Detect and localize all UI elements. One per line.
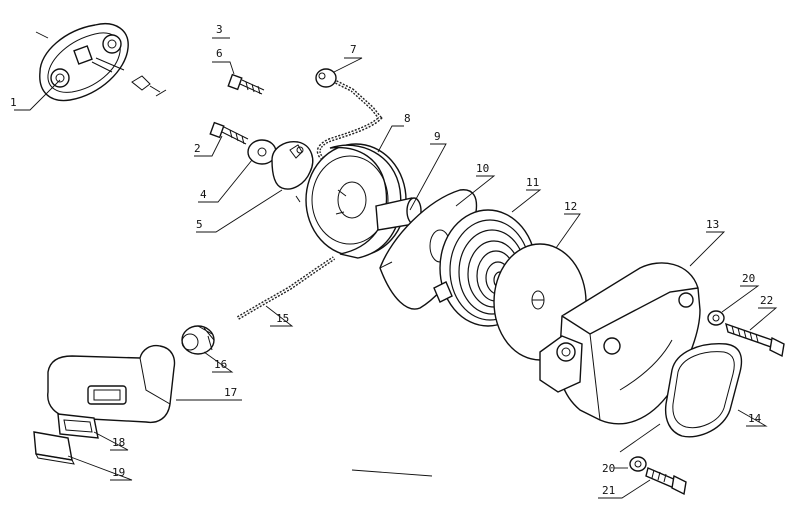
label-15: 15 [276, 312, 289, 325]
part-17-t-handle [47, 344, 176, 424]
label-7: 7 [350, 43, 357, 56]
part-7-stud [315, 68, 337, 88]
part-14-gasket [664, 343, 743, 438]
part-18-insert [57, 413, 99, 439]
part-1-mounting-plate [39, 23, 167, 102]
part-3-6-screw [227, 73, 265, 95]
label-20-upper: 20 [742, 272, 755, 285]
label-5: 5 [196, 218, 203, 231]
label-3: 3 [216, 23, 223, 36]
part-20-washer-upper [707, 310, 725, 326]
part-22-bolt [725, 322, 785, 358]
part-20-washer-lower [629, 456, 647, 472]
label-20-lower: 20 [602, 462, 615, 475]
part-7-rope [316, 80, 383, 160]
part-19-end-cap [33, 431, 75, 465]
part-8-pulley-drum [305, 143, 407, 259]
leader-lines [14, 31, 778, 499]
label-18: 18 [112, 436, 125, 449]
label-12: 12 [564, 200, 577, 213]
label-11: 11 [526, 176, 539, 189]
part-5-pawl [271, 141, 314, 203]
label-21: 21 [602, 484, 615, 497]
part-16-collar [181, 325, 215, 355]
callout-labels: 1 3 6 7 2 4 5 8 9 10 11 12 13 15 16 17 1… [10, 23, 773, 497]
label-17: 17 [224, 386, 237, 399]
part-21-bolt [645, 467, 687, 496]
label-14: 14 [748, 412, 762, 425]
label-8: 8 [404, 112, 411, 125]
label-16: 16 [214, 358, 227, 371]
label-4: 4 [200, 188, 207, 201]
label-2: 2 [194, 142, 201, 155]
label-10: 10 [476, 162, 489, 175]
part-15-rope [236, 256, 336, 320]
label-22: 22 [760, 294, 773, 307]
label-9: 9 [434, 130, 441, 143]
part-13-starter-housing [539, 262, 701, 425]
label-6: 6 [216, 47, 223, 60]
label-13: 13 [706, 218, 719, 231]
label-1: 1 [10, 96, 17, 109]
label-19: 19 [112, 466, 125, 479]
part-2-screw [209, 121, 249, 145]
